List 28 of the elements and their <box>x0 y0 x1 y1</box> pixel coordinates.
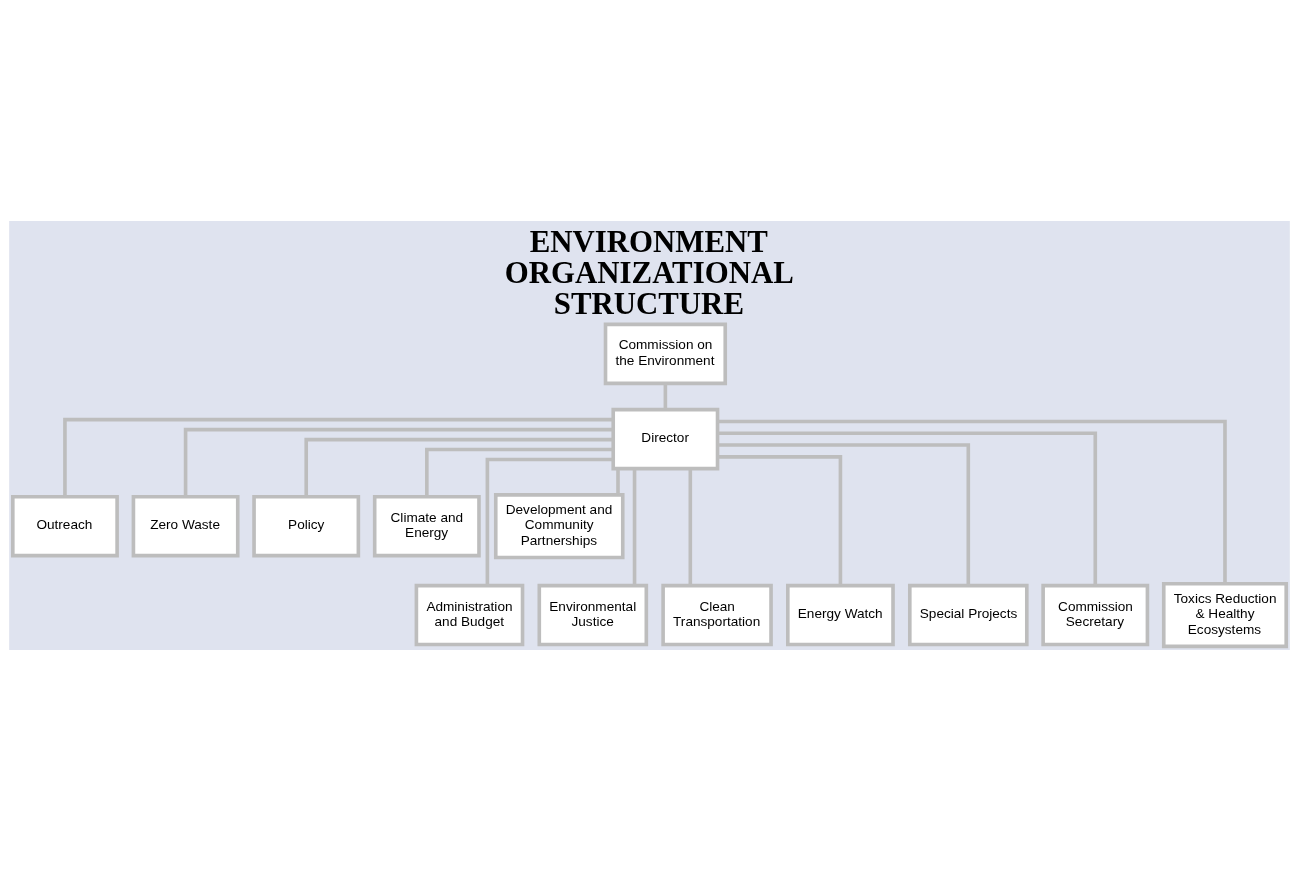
node-box: Climate and Energy <box>372 494 481 558</box>
node-box: Special Projects <box>908 583 1029 647</box>
connector <box>63 417 614 497</box>
connector <box>632 469 637 586</box>
connector <box>616 468 620 495</box>
node-box: Policy <box>252 494 361 558</box>
connector <box>304 437 614 497</box>
diagram-title: ENVIRONMENT ORGANIZATIONAL STRUCTURE <box>504 225 794 321</box>
node-box: Environmental Justice <box>537 583 649 647</box>
node-box: Director <box>611 407 720 471</box>
connector <box>717 443 971 586</box>
connector <box>717 419 1227 584</box>
connector <box>425 447 613 497</box>
node-box: Development and Community Partnerships <box>493 493 625 560</box>
connector <box>717 455 843 586</box>
connector <box>717 431 1098 586</box>
node-box: Clean Transportation <box>661 583 773 647</box>
node-box: Commission Secretary <box>1041 583 1150 647</box>
node-box: Outreach <box>11 494 119 558</box>
node-box: Toxics Reduction & Healthy Ecosystems <box>1161 581 1288 649</box>
connector <box>183 427 614 497</box>
connector <box>688 469 693 586</box>
node-box: Commission on the Environment <box>603 322 728 386</box>
node-box: Zero Waste <box>131 494 240 558</box>
connector <box>663 383 668 410</box>
connector <box>485 457 614 586</box>
node-box: Administration and Budget <box>414 583 525 647</box>
node-box: Energy Watch <box>786 583 895 647</box>
